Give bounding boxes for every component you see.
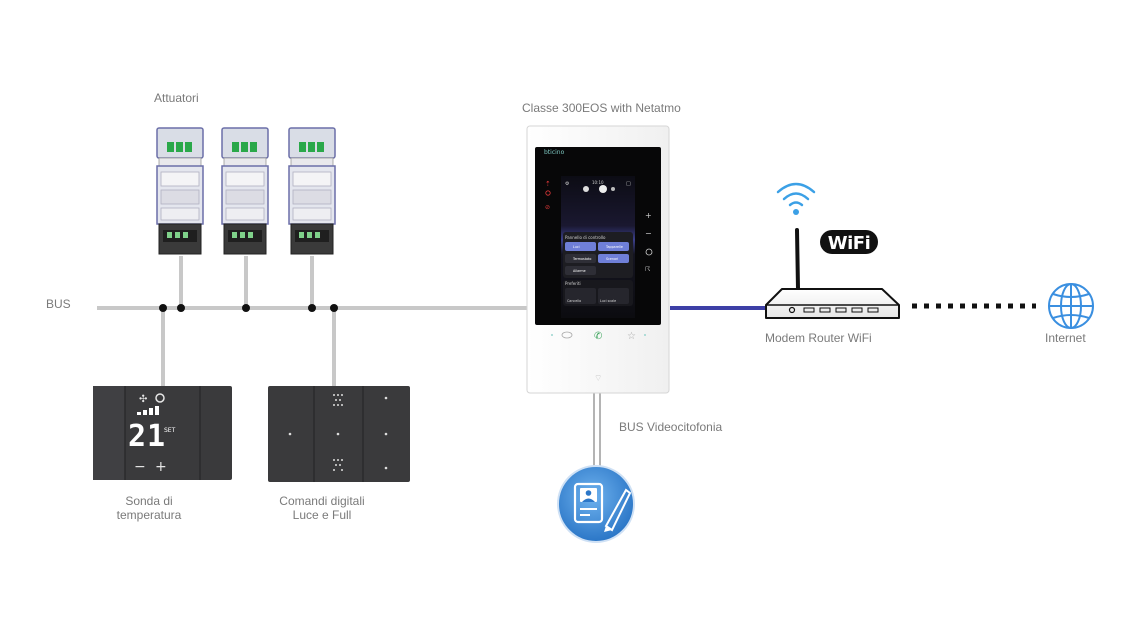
actuator-module: [221, 127, 269, 255]
bus-node: [177, 304, 185, 312]
bus-node: [330, 304, 338, 312]
svg-text:+: +: [645, 211, 652, 220]
svg-text:□: □: [626, 181, 631, 187]
temperature-display: 21: [128, 419, 166, 454]
svg-text:Luci scale: Luci scale: [600, 299, 616, 303]
star-icon[interactable]: ☆: [627, 331, 636, 342]
phone-icon[interactable]: ✆: [594, 331, 602, 342]
thermostat-plus-button[interactable]: +: [155, 459, 167, 475]
bus-video-label: BUS Videocitofonia: [619, 420, 723, 434]
bus-node: [159, 304, 167, 312]
monitor-brand: bticino: [544, 149, 565, 156]
svg-text:Termostato: Termostato: [572, 257, 591, 261]
svg-text:⇡: ⇡: [545, 180, 551, 188]
router-label: Modem Router WiFi: [765, 331, 872, 345]
svg-text:⚙: ⚙: [565, 181, 570, 187]
actuators-label: Attuatori: [154, 91, 199, 105]
svg-text:−: −: [645, 229, 652, 238]
bus-label: BUS: [46, 297, 71, 311]
bus-lines: [97, 256, 527, 386]
globe-icon: [1048, 283, 1094, 329]
svg-text:✣: ✣: [139, 394, 147, 405]
internet-label: Internet: [1045, 331, 1086, 345]
svg-text:10:10: 10:10: [592, 180, 604, 185]
dots-pattern-icon: [333, 394, 343, 471]
digital-controls-device: [268, 386, 410, 482]
svg-text:WiFi: WiFi: [828, 233, 871, 254]
actuator-group: [156, 127, 336, 255]
svg-text:SET: SET: [164, 427, 176, 434]
digital-controls-label: Comandi digitali Luce e Full: [279, 494, 365, 522]
thermostat-minus-button[interactable]: −: [134, 459, 146, 475]
svg-text:Cancello: Cancello: [567, 299, 581, 303]
svg-text:⌔: ⌔: [594, 374, 602, 384]
intercom-app-icon: [557, 465, 635, 543]
bus-node: [308, 304, 316, 312]
video-monitor-device: bticino ⚙ 10:10 □ Pannello di controllo …: [526, 125, 670, 394]
svg-text:Preferiti: Preferiti: [565, 281, 581, 286]
svg-text:☈: ☈: [645, 266, 650, 273]
svg-text:⊘: ⊘: [545, 204, 550, 211]
temp-sensor-label: Sonda di temperatura: [116, 494, 182, 522]
thermostat-device: ✣ 21 SET − +: [93, 386, 232, 480]
bus-node: [242, 304, 250, 312]
monitor-label: Classe 300EOS with Netatmo: [522, 101, 681, 115]
svg-text:Luci: Luci: [573, 245, 580, 249]
wifi-badge: WiFi: [820, 230, 878, 254]
power-icon: [155, 393, 165, 403]
actuator-module: [288, 127, 336, 255]
video-bus-lines: [593, 393, 601, 468]
svg-text:Tapparelle: Tapparelle: [605, 245, 623, 249]
svg-text:Allarme: Allarme: [573, 269, 586, 273]
wifi-signal-icon: [776, 182, 816, 215]
router-device: [765, 228, 900, 319]
eye-icon[interactable]: [561, 331, 573, 339]
actuator-module: [156, 127, 204, 255]
svg-text:Pannello di controllo: Pannello di controllo: [565, 235, 606, 240]
svg-text:Scenari: Scenari: [606, 257, 618, 261]
